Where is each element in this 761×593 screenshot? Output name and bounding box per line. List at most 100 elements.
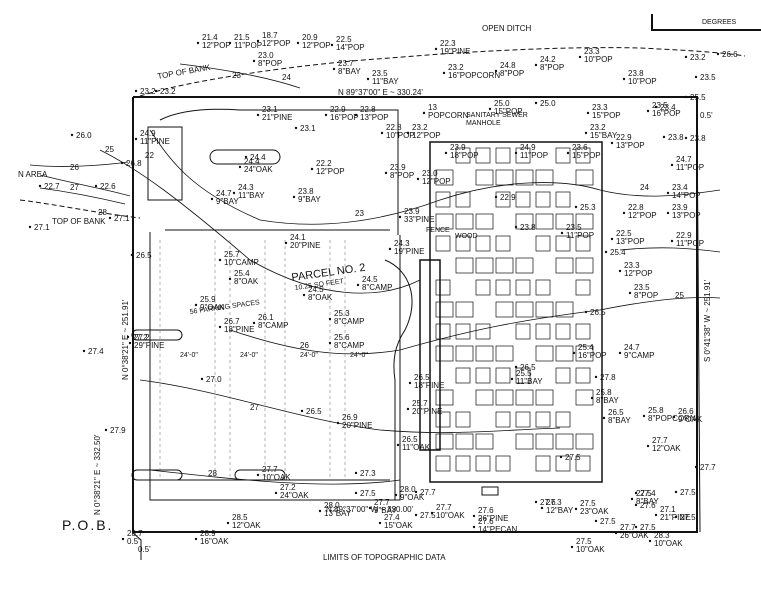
tree-elevation: 28.7 — [127, 529, 143, 538]
room-cell — [515, 433, 534, 450]
tree-elevation: 22.2 — [316, 159, 332, 168]
tree-marker — [238, 165, 242, 169]
tree-marker — [210, 197, 214, 201]
spot-marker — [534, 101, 538, 105]
spot-elevation: 22.7 — [44, 182, 60, 191]
spot-marker — [604, 250, 608, 254]
tree-marker — [226, 521, 230, 525]
tree-species: 11"BAY — [516, 377, 543, 386]
spot-elevation: 24.4 — [250, 153, 266, 162]
room-cell — [455, 433, 474, 450]
spot-marker — [594, 375, 598, 379]
room-cell — [435, 455, 451, 472]
tree-species: 12"OAK — [232, 521, 261, 530]
tree-marker — [610, 237, 614, 241]
tree-elevation: 26.7 — [224, 317, 240, 326]
spot-elevation: 23.8 — [690, 134, 706, 143]
building-footprint — [419, 141, 603, 483]
tree-elevation: 25.6 — [334, 333, 350, 342]
room-cell — [495, 147, 511, 164]
property-boundary — [132, 96, 698, 533]
tree-elevation: 21.5 — [234, 33, 250, 42]
room-cell — [515, 257, 534, 274]
tree-marker — [332, 67, 336, 71]
tree-elevation: 24.5 — [308, 285, 324, 294]
spot-elevation: 27.2 — [132, 333, 148, 342]
room-cell — [435, 389, 454, 406]
tree-marker — [648, 539, 652, 543]
tree-species: 12"POP — [412, 131, 441, 140]
tree-elevation: 26.5 — [402, 435, 418, 444]
tree-elevation: 23.5 — [372, 69, 388, 78]
room-cell — [515, 191, 531, 208]
tree-species: 14"POP — [672, 191, 701, 200]
tree-elevation: 26.5 — [414, 373, 430, 382]
spot-elevation: 23.2 — [140, 87, 156, 96]
spot-elevation: 27.7 — [700, 463, 716, 472]
tree-species: 11"BAY — [238, 191, 265, 200]
tree-elevation: 23.2 — [412, 123, 428, 132]
spot-marker — [684, 136, 688, 140]
tree-marker — [646, 444, 650, 448]
tree-elevation: 23.3 — [592, 103, 608, 112]
building-rooms — [435, 147, 594, 472]
tree-species: 8"CAMP — [334, 341, 364, 350]
spot-marker — [294, 126, 298, 130]
contour-label: 28 — [208, 469, 217, 478]
tree-marker — [560, 231, 564, 235]
tree-elevation: 24.5 — [362, 275, 378, 284]
tree-elevation: 24.9 — [520, 143, 536, 152]
tree-species: 20"PINE — [342, 421, 372, 430]
tree-species: 10"OAK — [654, 539, 683, 548]
tree-elevation: 25.4 — [578, 343, 594, 352]
spot-elevation: 26.8 — [126, 159, 142, 168]
tree-elevation: 23.2 — [590, 123, 606, 132]
tree-marker — [380, 131, 384, 135]
tree-elevation: 23.0 — [422, 169, 438, 178]
spot-elevation: 27.0 — [206, 375, 222, 384]
tree-elevation: 24.9 — [140, 129, 156, 138]
contour-label: 26 — [70, 163, 79, 172]
spot-marker — [584, 310, 588, 314]
room-cell — [475, 433, 494, 450]
top-of-bank-north-line — [139, 47, 746, 97]
tree-species: 15"POP — [494, 107, 523, 116]
tree-elevation: 28.5 — [232, 513, 248, 522]
dimension-label: 24'-0" — [300, 352, 318, 359]
spot-elevation: 23.2 — [160, 87, 176, 96]
tree-species: 12"POP — [422, 177, 451, 186]
tree-species: 14"PECAN — [478, 525, 518, 534]
room-cell — [495, 345, 514, 362]
tree-elevation: 23.5 — [634, 283, 650, 292]
tree-marker — [672, 415, 676, 419]
tree-species: 10"POP — [584, 55, 613, 64]
tree-species: 12"POP — [202, 41, 231, 50]
room-cell — [575, 257, 594, 274]
tree-marker — [310, 167, 314, 171]
tree-marker — [514, 151, 518, 155]
tree-species: 11"POP — [520, 151, 548, 160]
tree-marker — [128, 341, 132, 345]
spot-elevation: 23.8 — [668, 133, 684, 142]
room-cell — [515, 411, 531, 428]
contour-label: 24 — [640, 183, 649, 192]
room-cell — [575, 345, 594, 362]
contour-label: 22 — [145, 151, 154, 160]
spot-elevation: 23.4 — [660, 103, 676, 112]
room-cell — [435, 433, 454, 450]
tree-species: 16"OAK — [200, 537, 229, 546]
west-offset-label: 0.5' — [138, 545, 151, 554]
tree-marker — [442, 71, 446, 75]
sanitary-sewer-label: SANITARY SEWER — [466, 112, 528, 119]
tree-marker — [510, 377, 514, 381]
tree-elevation: 24.7 — [676, 155, 692, 164]
spot-elevation: 27.4 — [640, 489, 656, 498]
tree-elevation: 22.8 — [386, 123, 402, 132]
tree-marker — [670, 163, 674, 167]
tree-marker — [590, 396, 594, 400]
spot-marker — [244, 155, 248, 159]
tree-elevation: 27.6 — [478, 517, 494, 526]
top-of-bank-west-label: TOP OF BANK — [52, 217, 106, 226]
contour-label: 27 — [70, 183, 79, 192]
spot-marker — [134, 89, 138, 93]
